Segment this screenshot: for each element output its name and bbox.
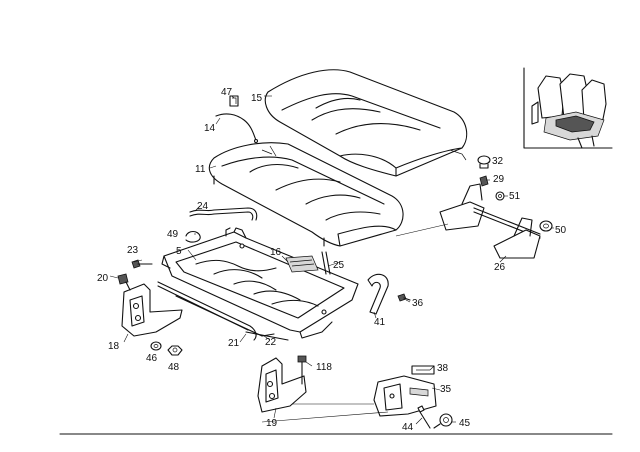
label-part-20: 20	[97, 273, 109, 284]
part-labels: 47 15 14 11 24 49 5 23 16 25 20 36 41 21…	[97, 87, 567, 433]
label-part-44: 44	[402, 422, 414, 433]
bushing-46	[150, 341, 162, 351]
seat-cover	[264, 69, 468, 177]
seat-cushion	[208, 142, 404, 247]
bracket-35	[373, 375, 437, 417]
label-part-19: 19	[266, 418, 278, 429]
label-part-29: 29	[493, 174, 505, 185]
rails-21-22	[157, 281, 289, 341]
label-part-25: 25	[333, 260, 345, 271]
label-part-16: 16	[270, 247, 282, 258]
label-part-36: 36	[412, 298, 424, 309]
label-part-15: 15	[251, 93, 263, 104]
wire-rod-24	[189, 207, 258, 221]
bolt-45	[433, 413, 453, 429]
part-51	[495, 191, 505, 201]
clip-47	[229, 95, 239, 107]
inset-overview	[523, 67, 613, 149]
label-part-22: 22	[265, 337, 277, 348]
plate-38	[411, 365, 435, 375]
part-32	[477, 155, 491, 169]
label-part-18: 18	[108, 341, 120, 352]
label-part-47: 47	[221, 87, 233, 98]
label-part-5: 5	[176, 246, 182, 257]
label-part-50: 50	[555, 225, 567, 236]
bolt-23	[131, 259, 153, 269]
label-part-48: 48	[168, 362, 180, 373]
label-part-41: 41	[374, 317, 386, 328]
bracket-19	[257, 357, 307, 413]
label-part-49: 49	[167, 229, 179, 240]
part-29	[479, 175, 489, 187]
label-part-45: 45	[459, 418, 471, 429]
nut-48	[167, 345, 183, 356]
pin-44	[417, 405, 431, 429]
label-part-35: 35	[440, 384, 452, 395]
label-part-46: 46	[146, 353, 158, 364]
hinge-26	[439, 183, 541, 259]
plate-16	[285, 255, 319, 273]
label-part-38: 38	[437, 363, 449, 374]
washer-50	[539, 220, 553, 232]
ring-49	[185, 230, 201, 243]
seat-frame	[161, 227, 359, 339]
label-part-24: 24	[197, 201, 209, 212]
label-part-21: 21	[228, 338, 240, 349]
strap-41	[367, 273, 389, 315]
label-part-51: 51	[509, 191, 521, 202]
bar-25	[321, 251, 331, 275]
label-part-26: 26	[494, 262, 506, 273]
leader-lines	[109, 95, 554, 425]
label-part-14: 14	[204, 123, 216, 134]
label-part-23: 23	[127, 245, 139, 256]
bracket-18	[121, 283, 183, 337]
label-part-118: 118	[316, 362, 332, 373]
cable-14	[215, 113, 259, 144]
bolt-36	[397, 293, 411, 302]
label-part-32: 32	[492, 156, 504, 167]
bolt-20	[117, 273, 131, 291]
label-part-11: 11	[195, 164, 206, 175]
